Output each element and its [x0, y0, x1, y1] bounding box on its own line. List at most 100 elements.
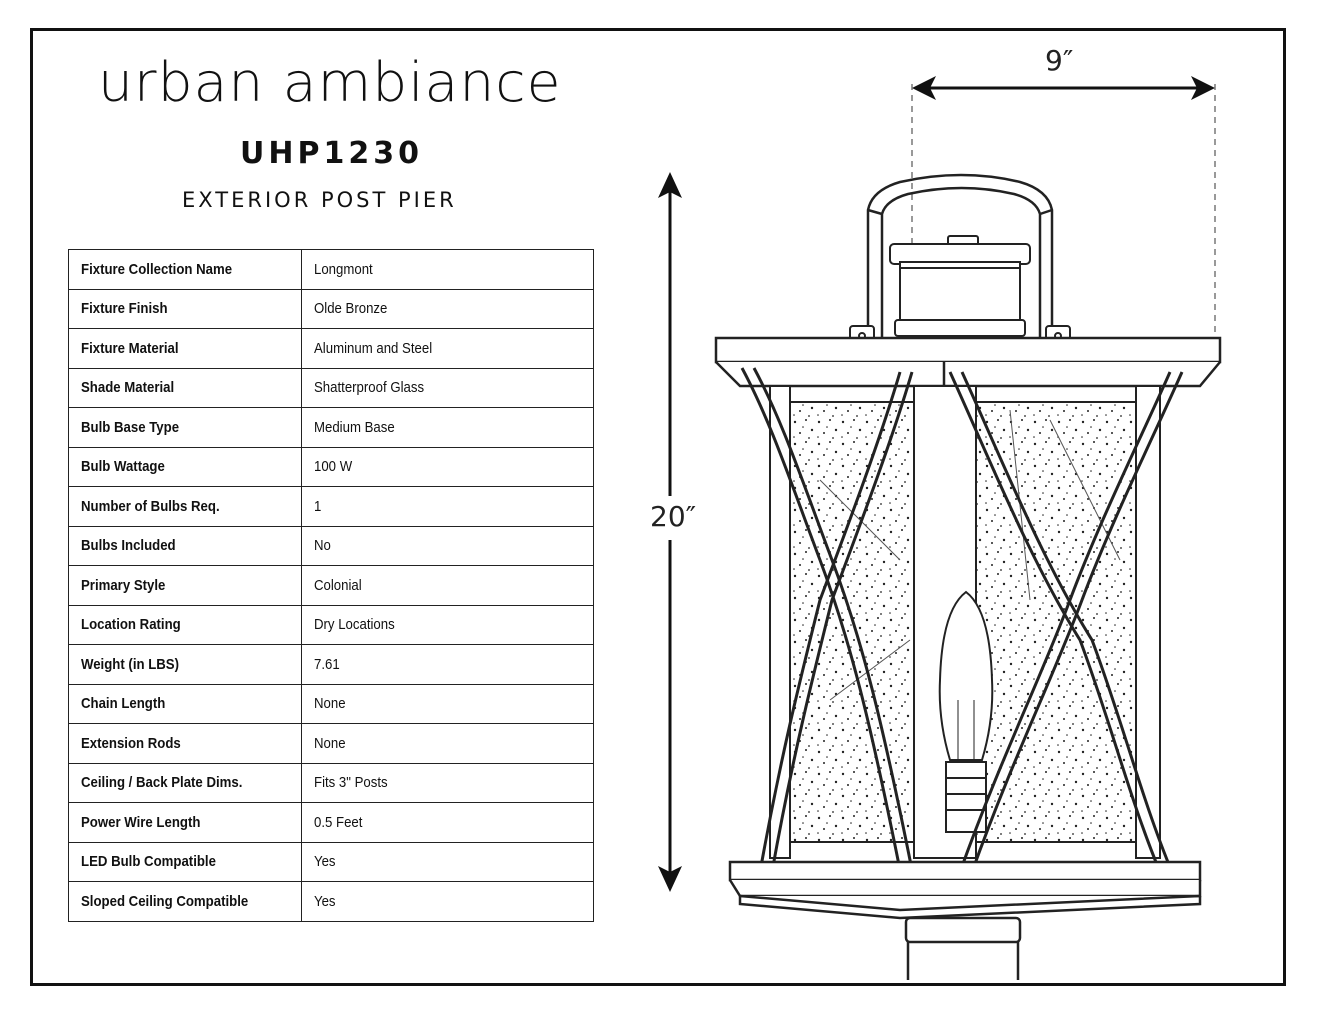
spec-value: 0.5 Feet — [300, 802, 595, 843]
spec-value-text: Fits 3" Posts — [313, 774, 388, 792]
spec-value: Fits 3" Posts — [300, 762, 595, 803]
spec-label-text: Bulb Base Type — [81, 418, 180, 436]
spec-label-text: Fixture Collection Name — [81, 260, 233, 278]
spec-label-text: Bulbs Included — [81, 537, 176, 555]
spec-label-text: Location Rating — [81, 616, 181, 634]
spec-value: None — [300, 723, 595, 764]
spec-row: Sloped Ceiling Compatible Yes — [68, 881, 595, 922]
spec-label: Number of Bulbs Req. — [68, 486, 302, 527]
spec-label-text: Weight (in LBS) — [81, 655, 180, 673]
lantern-illustration — [648, 76, 1222, 985]
spec-label: Weight (in LBS) — [68, 644, 302, 685]
lantern-cross-bars — [740, 367, 1184, 873]
spec-label: Bulb Base Type — [68, 407, 302, 448]
spec-value-text: No — [313, 537, 331, 555]
page-border — [30, 28, 1286, 986]
height-label: 20″ — [650, 500, 697, 533]
spec-label-text: Shade Material — [81, 379, 175, 397]
spec-row: Fixture Material Aluminum and Steel — [68, 328, 595, 369]
spec-value-text: Dry Locations — [313, 616, 395, 634]
spec-value: 100 W — [300, 446, 595, 487]
spec-value: Colonial — [300, 565, 595, 606]
spec-row: Bulbs Included No — [68, 525, 595, 566]
spec-label-text: Power Wire Length — [81, 813, 201, 831]
spec-label: Fixture Collection Name — [68, 249, 302, 290]
model-number: UHP1230 — [240, 136, 423, 171]
spec-label-text: Number of Bulbs Req. — [81, 497, 220, 515]
spec-label: LED Bulb Compatible — [68, 841, 302, 882]
spec-value-text: None — [313, 734, 346, 752]
spec-label: Extension Rods — [68, 723, 302, 764]
spec-value: Olde Bronze — [300, 288, 595, 329]
width-label: 9″ — [1045, 44, 1074, 77]
spec-label-text: Ceiling / Back Plate Dims. — [81, 774, 243, 792]
product-category: EXTERIOR POST PIER — [182, 188, 457, 212]
spec-value: Aluminum and Steel — [300, 328, 595, 369]
spec-value-text: Shatterproof Glass — [313, 379, 424, 397]
spec-value-text: 1 — [313, 497, 321, 515]
lantern-cap — [849, 235, 1071, 345]
spec-row: Ceiling / Back Plate Dims. Fits 3" Posts — [68, 762, 595, 803]
spec-value-text: Medium Base — [313, 418, 395, 436]
spec-value: No — [300, 525, 595, 566]
spec-label: Bulbs Included — [68, 525, 302, 566]
lantern-base — [728, 860, 1202, 985]
spec-value: 7.61 — [300, 644, 595, 685]
spec-label-text: Sloped Ceiling Compatible — [81, 892, 249, 910]
spec-value: Yes — [300, 841, 595, 882]
spec-row: Number of Bulbs Req. 1 — [68, 486, 595, 527]
spec-value: Yes — [300, 881, 595, 922]
spec-row: Fixture Collection Name Longmont — [68, 249, 595, 290]
spec-label-text: Fixture Finish — [81, 300, 168, 318]
spec-row: Bulb Wattage 100 W — [68, 446, 595, 487]
spec-value-text: None — [313, 695, 346, 713]
product-drawing: 9″ 20″ — [600, 40, 1280, 985]
spec-row: Chain Length None — [68, 683, 595, 724]
spec-value-text: 0.5 Feet — [313, 813, 363, 831]
spec-label-text: Bulb Wattage — [81, 458, 165, 476]
spec-value: Longmont — [300, 249, 595, 290]
spec-label-text: LED Bulb Compatible — [81, 853, 216, 871]
spec-label-text: Primary Style — [81, 576, 166, 594]
spec-label: Fixture Finish — [68, 288, 302, 329]
brand-logo: urban ambiance — [98, 51, 562, 114]
spec-label: Sloped Ceiling Compatible — [68, 881, 302, 922]
spec-label: Power Wire Length — [68, 802, 302, 843]
spec-label-text: Extension Rods — [81, 734, 181, 752]
spec-value-text: Colonial — [313, 576, 362, 594]
spec-value-text: Longmont — [313, 260, 373, 278]
spec-row: Weight (in LBS) 7.61 — [68, 644, 595, 685]
spec-label: Shade Material — [68, 367, 302, 408]
lightbulb-icon — [938, 590, 994, 833]
spec-value: None — [300, 683, 595, 724]
spec-value-text: Olde Bronze — [313, 300, 387, 318]
spec-value-text: 100 W — [313, 458, 352, 476]
spec-label-text: Fixture Material — [81, 339, 179, 357]
spec-row: Primary Style Colonial — [68, 565, 595, 606]
spec-label: Primary Style — [68, 565, 302, 606]
spec-value-text: Aluminum and Steel — [313, 339, 432, 357]
spec-row: LED Bulb Compatible Yes — [68, 841, 595, 882]
spec-row: Power Wire Length 0.5 Feet — [68, 802, 595, 843]
spec-label: Ceiling / Back Plate Dims. — [68, 762, 302, 803]
spec-label: Bulb Wattage — [68, 446, 302, 487]
spec-row: Fixture Finish Olde Bronze — [68, 288, 595, 329]
spec-value-text: Yes — [313, 853, 336, 871]
spec-value: Medium Base — [300, 407, 595, 448]
spec-label: Chain Length — [68, 683, 302, 724]
width-dimension — [911, 76, 1216, 360]
spec-value: Dry Locations — [300, 604, 595, 645]
spec-value-text: 7.61 — [313, 655, 340, 673]
spec-label: Location Rating — [68, 604, 302, 645]
lantern-roof — [714, 336, 1222, 388]
spec-value: 1 — [300, 486, 595, 527]
spec-row: Location Rating Dry Locations — [68, 604, 595, 645]
spec-label: Fixture Material — [68, 328, 302, 369]
spec-label-text: Chain Length — [81, 695, 166, 713]
lantern-glass — [769, 385, 1161, 859]
spec-row: Shade Material Shatterproof Glass — [68, 367, 595, 408]
spec-value: Shatterproof Glass — [300, 367, 595, 408]
spec-row: Extension Rods None — [68, 723, 595, 764]
lantern-handle — [866, 173, 1054, 340]
